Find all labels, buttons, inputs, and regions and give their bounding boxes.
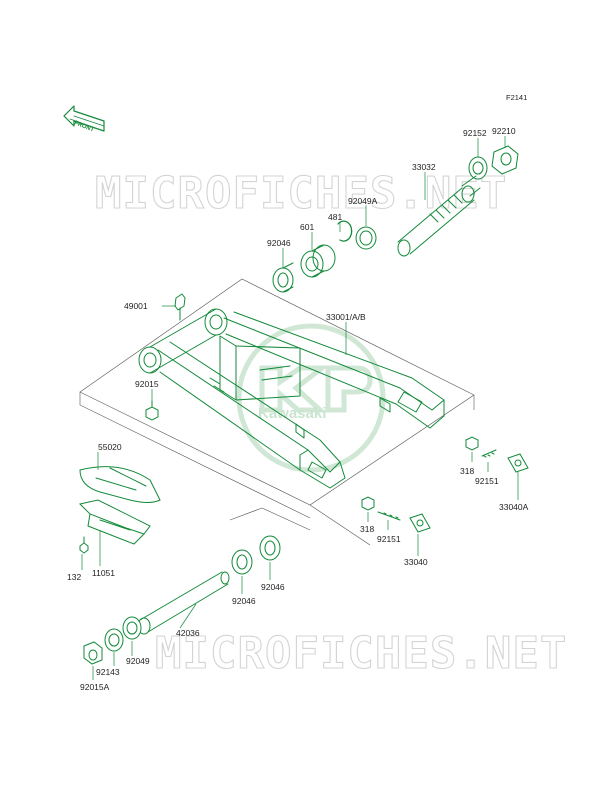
part-label-33040a[interactable]: 33040A: [499, 502, 529, 512]
part-label-601[interactable]: 601: [300, 222, 314, 232]
watermark-top: MICROFICHES.NET: [95, 168, 507, 219]
part-label-92151-upper[interactable]: 92151: [475, 476, 499, 486]
kawasaki-logo-watermark: Kawasaki: [236, 323, 386, 473]
part-label-92210[interactable]: 92210: [492, 126, 516, 136]
part-label-92046-upper[interactable]: 92046: [267, 238, 291, 248]
part-label-33040[interactable]: 33040: [404, 557, 428, 567]
part-label-481[interactable]: 481: [328, 212, 342, 222]
leader-lines: [81, 136, 519, 680]
chain-guard-assembly: [79, 466, 161, 554]
part-label-33032[interactable]: 33032: [412, 162, 436, 172]
watermark-layer: MICROFICHES.NET MICROFICHES.NET Kawasaki: [94, 167, 567, 679]
part-label-11051[interactable]: 11051: [92, 568, 115, 578]
brand-watermark-text: Kawasaki: [258, 405, 326, 422]
part-label-92046-left[interactable]: 92046: [232, 596, 256, 606]
figure-ref: F2141: [506, 93, 527, 102]
front-direction-icon: FRONT: [63, 105, 105, 134]
part-label-92015[interactable]: 92015: [135, 379, 159, 389]
part-label-92152[interactable]: 92152: [463, 128, 487, 138]
part-labels: 92210 92152 33032 92049A 481 601 92046 4…: [67, 126, 529, 692]
part-label-92046-right[interactable]: 92046: [261, 582, 285, 592]
part-label-318-lower[interactable]: 318: [360, 524, 374, 534]
assembly-frame: [79, 278, 475, 546]
part-label-92015a[interactable]: 92015A: [80, 682, 110, 692]
part-label-55020[interactable]: 55020: [98, 442, 122, 452]
pivot-upper-assembly: [272, 145, 519, 293]
part-label-92049[interactable]: 92049: [126, 656, 150, 666]
part-label-92151-lower[interactable]: 92151: [377, 534, 401, 544]
swingarm-body: [138, 293, 445, 489]
part-label-318-upper[interactable]: 318: [460, 466, 474, 476]
part-label-92143[interactable]: 92143: [96, 667, 120, 677]
watermark-bottom: MICROFICHES.NET: [155, 628, 567, 679]
part-label-92049a[interactable]: 92049A: [348, 196, 378, 206]
chain-adjusters: [361, 436, 529, 533]
part-label-42036[interactable]: 42036: [176, 628, 200, 638]
pivot-lower-assembly: [83, 535, 281, 665]
part-label-132[interactable]: 132: [67, 572, 81, 582]
part-label-33001[interactable]: 33001/A/B: [326, 312, 366, 322]
part-label-49001[interactable]: 49001: [124, 301, 148, 311]
